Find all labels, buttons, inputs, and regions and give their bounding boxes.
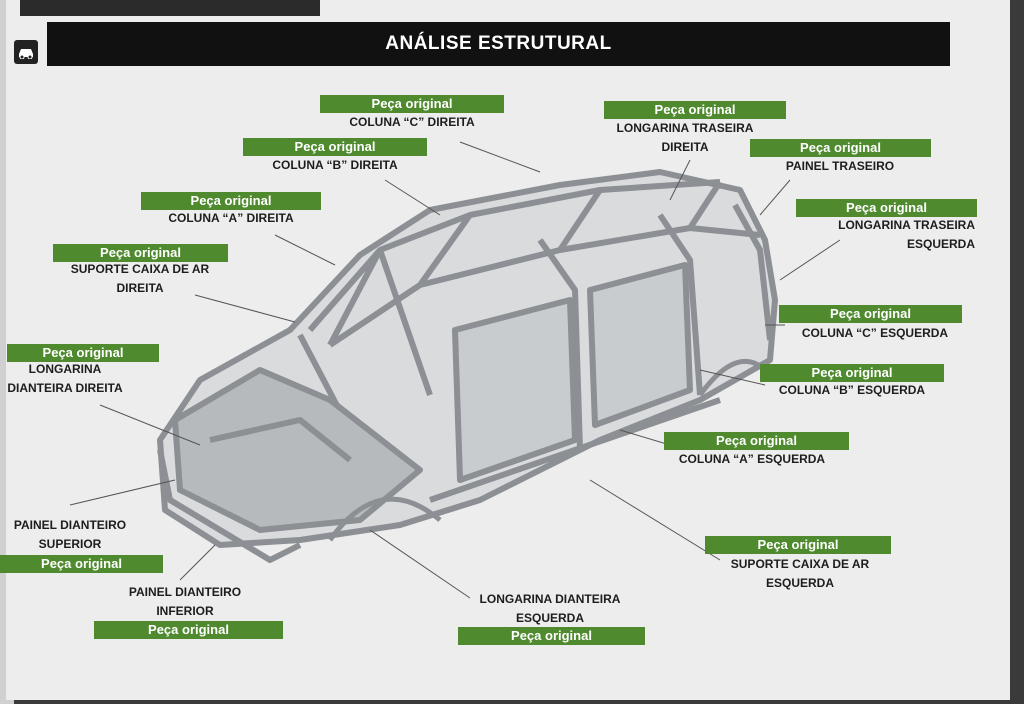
part-label-suporte-caixa-ar-esquerda: SUPORTE CAIXA DE AR ESQUERDA	[730, 557, 870, 590]
original-part-tag: Peça original	[94, 621, 283, 639]
part-label-coluna-a-esquerda: COLUNA “A” ESQUERDA	[678, 452, 826, 466]
original-part-tag: Peça original	[796, 199, 977, 217]
original-part-tag: Peça original	[53, 244, 228, 262]
original-part-tag: Peça original	[0, 555, 163, 573]
original-part-tag: Peça original	[779, 305, 962, 323]
part-label-painel-dianteiro-superior: PAINEL DIANTEIRO SUPERIOR	[13, 518, 127, 551]
part-label-longarina-dianteira-esquerda: LONGARINA DIANTEIRA ESQUERDA	[479, 592, 621, 625]
top-image-strip	[20, 0, 320, 16]
page-title: ANÁLISE ESTRUTURAL	[47, 22, 950, 66]
part-label-coluna-a-direita: COLUNA “A” DIREITA	[168, 211, 294, 225]
part-label-painel-traseiro: PAINEL TRASEIRO	[785, 159, 895, 173]
part-label-suporte-caixa-ar-direita: SUPORTE CAIXA DE AR DIREITA	[70, 262, 210, 295]
part-label-longarina-dianteira-direita: LONGARINA DIANTEIRA DIREITA	[7, 362, 123, 395]
original-part-tag: Peça original	[320, 95, 504, 113]
original-part-tag: Peça original	[141, 192, 321, 210]
original-part-tag: Peça original	[7, 344, 159, 362]
part-label-painel-dianteiro-inferior: PAINEL DIANTEIRO INFERIOR	[128, 585, 242, 618]
part-label-coluna-b-direita: COLUNA “B” DIREITA	[272, 158, 398, 172]
part-label-coluna-b-esquerda: COLUNA “B” ESQUERDA	[778, 383, 926, 397]
original-part-tag: Peça original	[760, 364, 944, 382]
car-icon	[14, 40, 38, 64]
original-part-tag: Peça original	[664, 432, 849, 450]
original-part-tag: Peça original	[750, 139, 931, 157]
original-part-tag: Peça original	[705, 536, 891, 554]
original-part-tag: Peça original	[458, 627, 645, 645]
part-label-coluna-c-direita: COLUNA “C” DIREITA	[349, 115, 475, 129]
part-label-longarina-traseira-esquerda: LONGARINA TRASEIRA ESQUERDA	[838, 218, 975, 251]
original-part-tag: Peça original	[243, 138, 427, 156]
part-label-longarina-traseira-direita: LONGARINA TRASEIRA DIREITA	[616, 121, 754, 154]
part-label-coluna-c-esquerda: COLUNA “C” ESQUERDA	[801, 326, 949, 340]
original-part-tag: Peça original	[604, 101, 786, 119]
